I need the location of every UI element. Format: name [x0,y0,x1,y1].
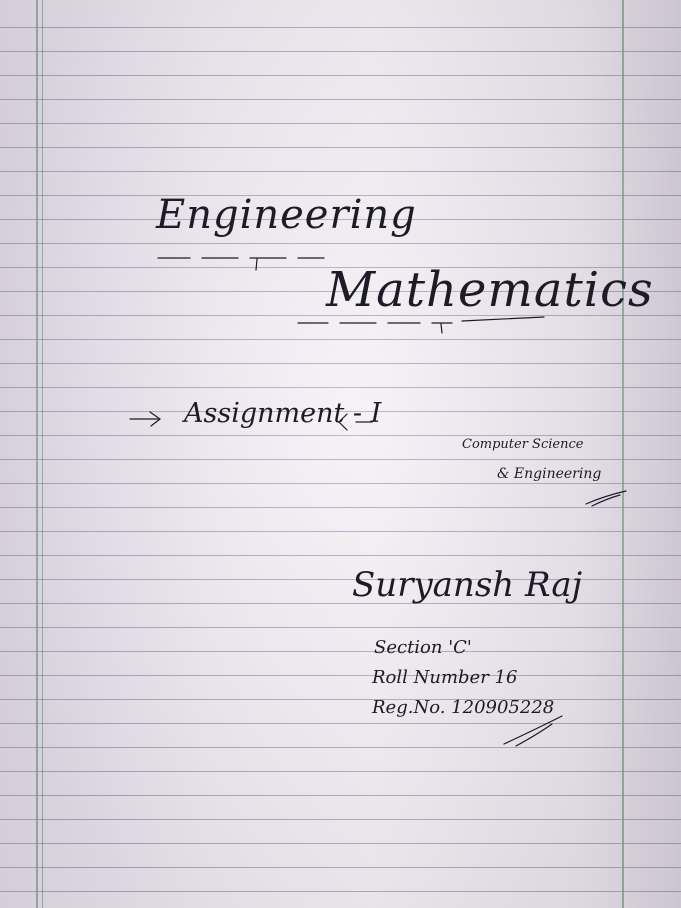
underline-mathematics [297,316,545,334]
title-engineering: Engineering [156,192,417,238]
section-label: Section 'C' [374,637,472,658]
flourish-department [585,490,627,507]
underline-engineering [157,257,325,271]
left-margin-line-inner [42,0,43,908]
right-margin-line [622,0,624,908]
arrow-left-of-assignment [129,411,162,427]
assignment-heading: Assignment - I [184,398,382,429]
registration-number: Reg.No. 120905228 [372,697,555,718]
flourish-signature [503,715,563,747]
arrow-right-of-assignment [338,413,373,431]
left-margin-line [36,0,38,908]
roll-number: Roll Number 16 [372,667,518,688]
student-name: Suryansh Raj [352,565,583,605]
title-mathematics: Mathematics [326,262,654,318]
department-line-1: Computer Science [462,437,584,452]
department-line-2: & Engineering [497,466,602,482]
